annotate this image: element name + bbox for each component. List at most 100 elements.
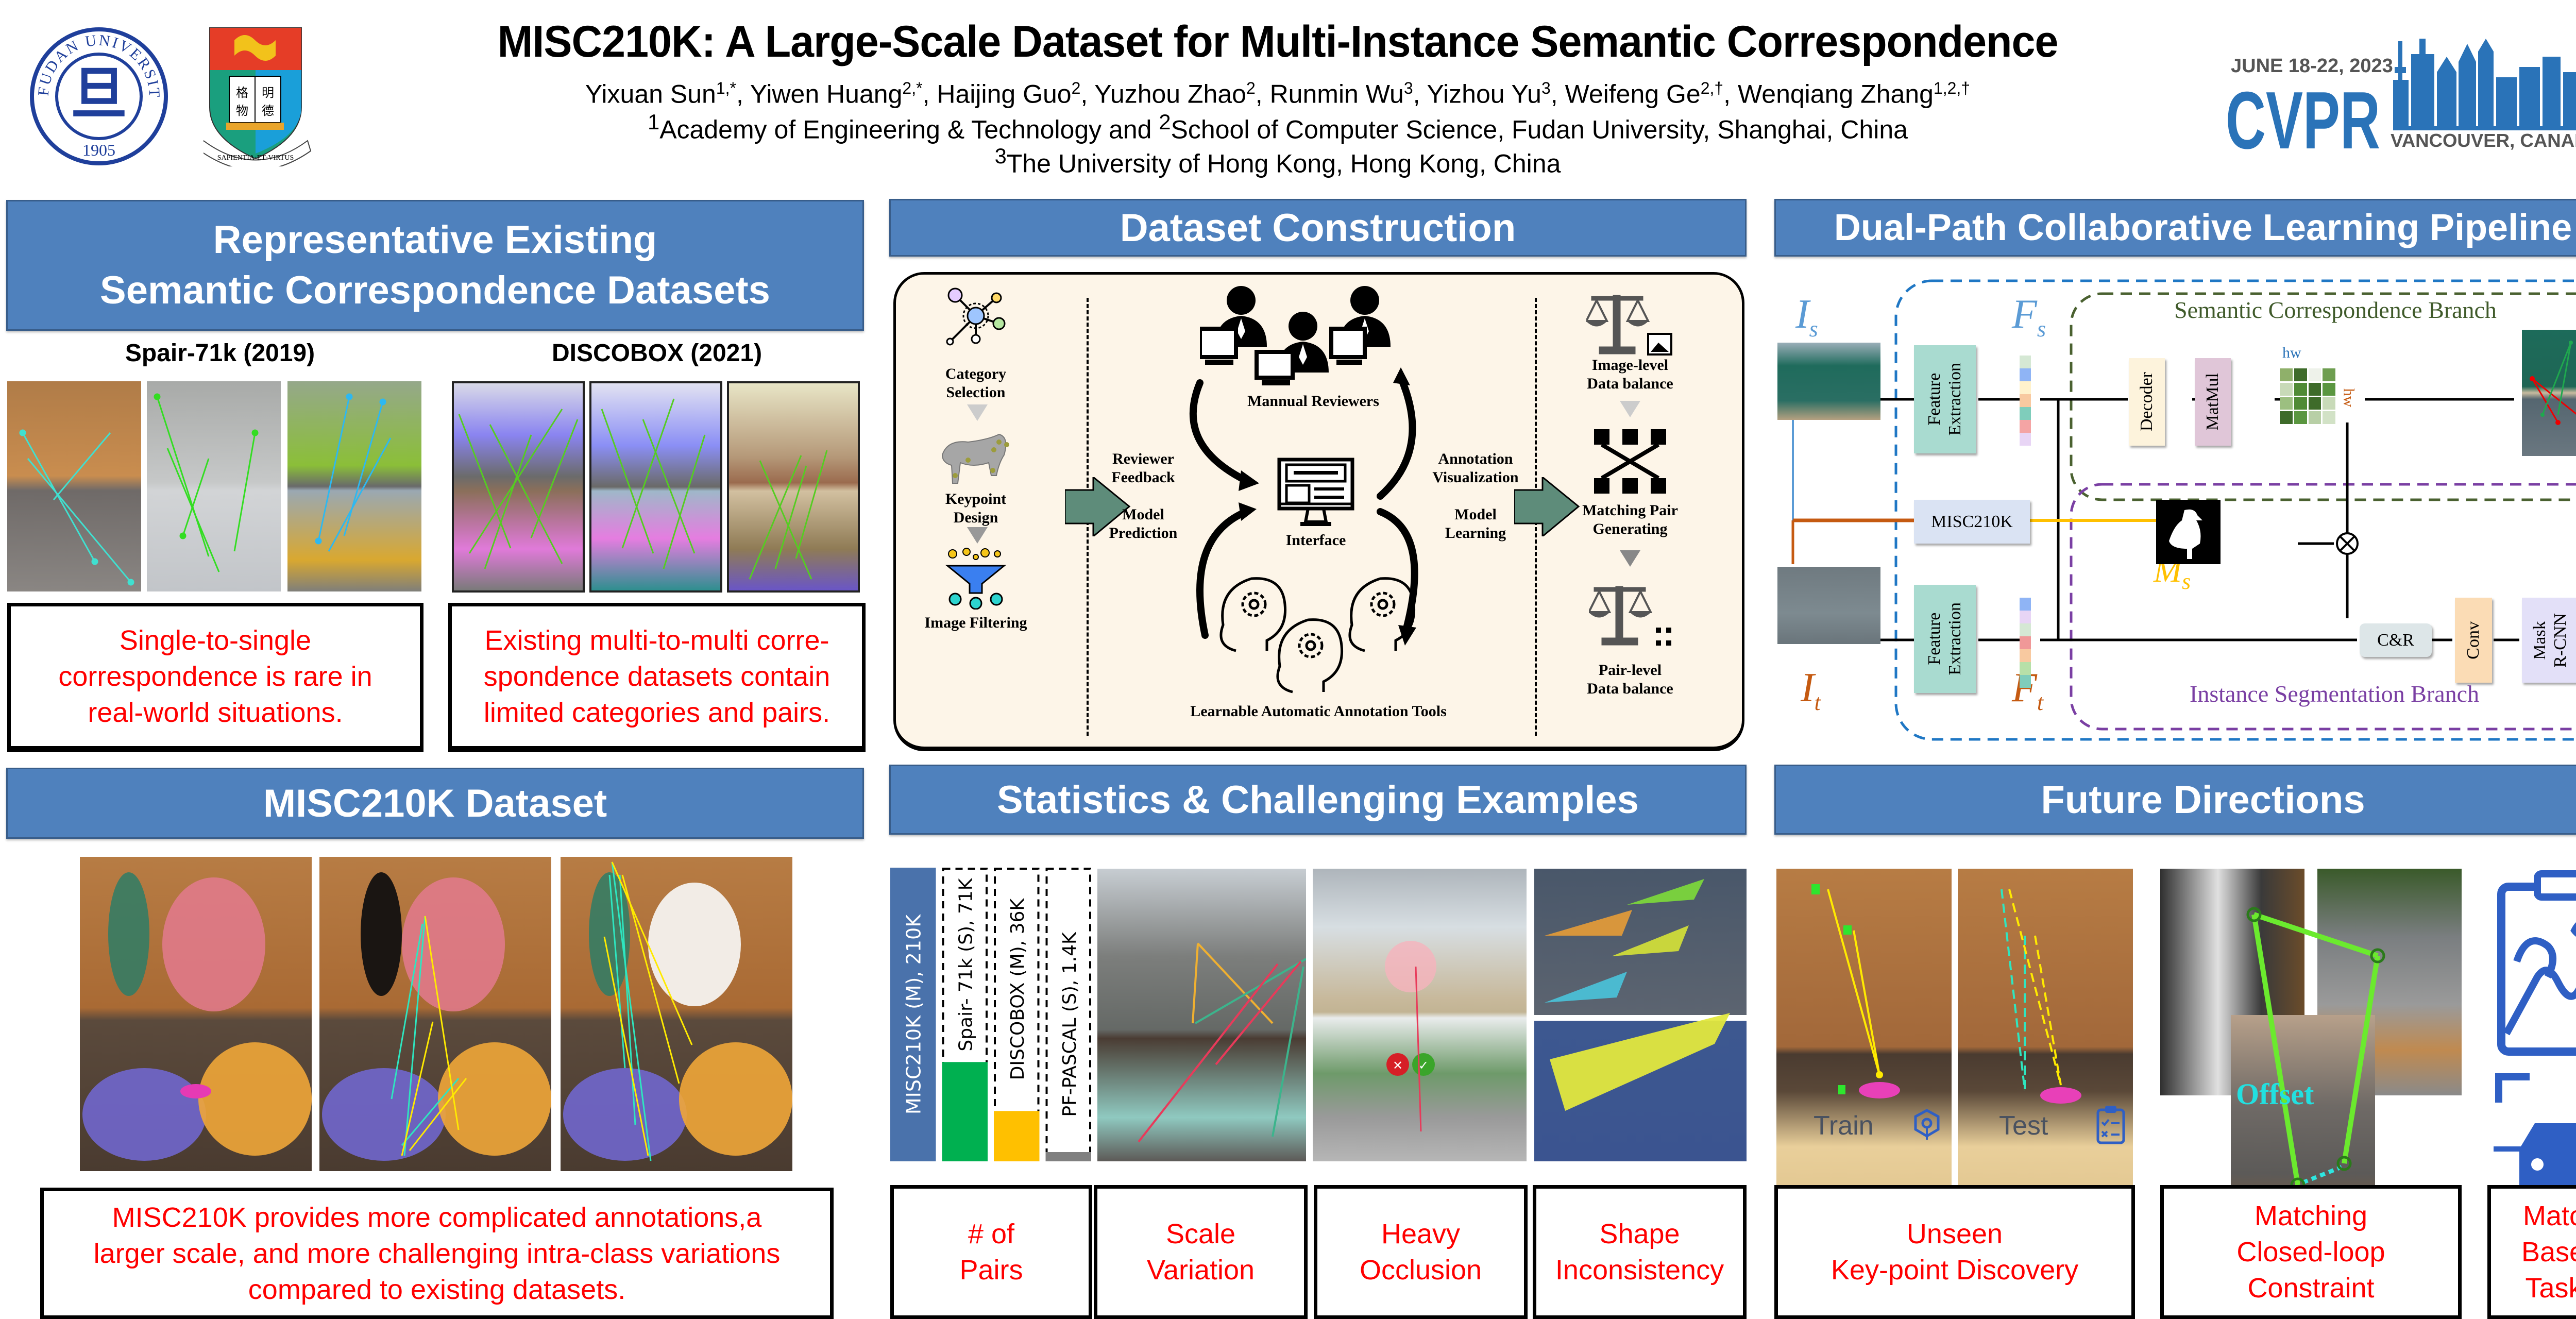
- hku-logo: 格 明 物 德 SAPIENTIA·ET·VIRTUS: [199, 25, 327, 171]
- feature-cell: [2020, 636, 2031, 649]
- svg-text:旦: 旦: [71, 60, 127, 127]
- section-header-construction: Dataset Construction: [889, 199, 1747, 257]
- correlation-matrix: [2280, 368, 2335, 424]
- section-title: Future Directions: [2041, 777, 2365, 822]
- misc210k-dataset-block: MISC210K: [1914, 500, 2030, 544]
- spair-airplane-pair-image: [147, 381, 281, 591]
- feature-cell: [2020, 394, 2031, 407]
- matrix-cell: [2323, 368, 2335, 381]
- section-header-misc210k: MISC210K Dataset: [6, 768, 864, 839]
- interface-monitor-icon: [1277, 458, 1354, 526]
- author-affiliation-mark: 3: [1541, 79, 1551, 97]
- bar-outline-3: [1045, 868, 1091, 1161]
- aff-text: Academy of Engineering & Technology and: [659, 115, 1159, 144]
- concat-refine-block: C&R: [2360, 623, 2432, 657]
- down-arrow-icon: [1620, 401, 1640, 417]
- aff-sup: 3: [994, 144, 1007, 168]
- instance-branch-label: Instance Segmentation Branch: [2190, 681, 2480, 707]
- label-It: It: [1801, 665, 1821, 715]
- target-image-birds: [1777, 567, 1880, 644]
- feature-cell: [2020, 381, 2031, 394]
- matmul-block: MatMul: [2195, 358, 2231, 446]
- misc210k-example-matching-1: [319, 857, 551, 1171]
- author-name: Yixuan Sun: [585, 79, 716, 109]
- manual-reviewers-label: Mannual Reviewers: [1247, 393, 1379, 410]
- keypoint-design-bull-icon: [941, 433, 1009, 484]
- authors-line: Yixuan Sun1,*, Yiwen Huang2,*, Haijing G…: [585, 79, 1971, 109]
- pipeline-diagram: Is Fs It Ft Ms Semantic Correspondence B…: [1772, 268, 2576, 752]
- author-affiliation-mark: 3: [1403, 79, 1413, 97]
- label-Is: Is: [1795, 292, 1818, 342]
- hw-top-label: hw: [2282, 344, 2301, 361]
- note-line: compared to existing datasets.: [248, 1274, 626, 1305]
- feature-cell: [2020, 420, 2031, 433]
- author-affiliation-mark: 2: [1071, 79, 1081, 97]
- bar-label: Spair- 71k (S), 71K: [956, 877, 977, 1051]
- matrix-cell: [2323, 411, 2335, 424]
- svg-text:✕: ✕: [1393, 1058, 1403, 1073]
- semantic-branch-label: Semantic Correspondence Branch: [2174, 297, 2497, 323]
- step-image-filtering: Image Filtering: [924, 614, 1027, 631]
- matrix-cell: [2294, 411, 2307, 424]
- fudan-logo: FUDAN UNIVERSITY 1905 旦: [22, 12, 170, 167]
- matrix-cell: [2323, 382, 2335, 396]
- flow-arrow-right-icon: [1514, 477, 1580, 536]
- matrix-cell: [2280, 368, 2293, 381]
- svg-text:德: 德: [262, 104, 274, 118]
- note-line: spondence datasets contain: [483, 661, 831, 692]
- hku-motto: SAPIENTIA·ET·VIRTUS: [217, 154, 294, 162]
- author-name: Weifeng Ge: [1565, 79, 1701, 109]
- train-model-icon: [1911, 1108, 1942, 1141]
- train-label: Train: [1814, 1111, 1874, 1141]
- svg-text:物: 物: [236, 104, 248, 118]
- note-line: real-world situations.: [88, 697, 343, 728]
- discobox-bus-pair-image: [452, 381, 585, 593]
- step-category-selection: Category Selection: [945, 365, 1007, 401]
- matrix-cell: [2294, 368, 2307, 381]
- matrix-cell: [2308, 368, 2321, 381]
- bar-pf-pascal-s-: [1045, 1152, 1091, 1161]
- author-affiliation-mark: 1,*: [716, 79, 736, 97]
- matrix-cell: [2294, 382, 2307, 396]
- correspondence-output-image: [2522, 330, 2576, 456]
- fudan-year: 1905: [82, 141, 115, 159]
- note-line: correspondence is rare in: [58, 661, 372, 692]
- section-title: MISC210K Dataset: [263, 781, 607, 825]
- section-title: Dataset Construction: [1120, 206, 1516, 250]
- author-name: Wenqiang Zhang: [1737, 79, 1934, 109]
- svg-text:明: 明: [262, 86, 274, 100]
- note-box-single-correspondence: Single-to-single correspondence is rare …: [7, 603, 423, 752]
- feature-strip-source: [2020, 356, 2031, 446]
- matching-pair-icon: [1594, 429, 1666, 494]
- matrix-cell: [2308, 382, 2321, 396]
- svg-text:✓: ✓: [1418, 1058, 1429, 1073]
- aff-text: School of Computer Science, Fudan Univer…: [1171, 115, 1908, 144]
- decoder-block: Decoder: [2129, 358, 2165, 446]
- section-title: Statistics & Challenging Examples: [997, 777, 1639, 822]
- feedback-cycle-arrows-icon: [1189, 367, 1418, 646]
- test-checklist-icon: [2096, 1104, 2127, 1145]
- author-name: Yizhou Yu: [1427, 79, 1541, 109]
- heavy-occlusion-example: ✕✓: [1313, 869, 1527, 1161]
- note-line: Single-to-single: [119, 624, 312, 656]
- feature-cell: [2020, 675, 2031, 688]
- note-box-limited-datasets: Existing multi-to-multi corre- spondence…: [448, 603, 866, 752]
- affiliation-line-1: 1Academy of Engineering & Technology and…: [402, 105, 2154, 147]
- cvpr-logo: JUNE 18-22, 2023 CVPR VANCOUVER, CANADA: [2226, 31, 2576, 166]
- pipeline-connectors: [1791, 279, 2576, 741]
- feature-cell: [2020, 433, 2031, 446]
- down-arrow-icon: [967, 404, 988, 421]
- feature-cell: [2020, 368, 2031, 381]
- feature-cell: [2020, 662, 2031, 675]
